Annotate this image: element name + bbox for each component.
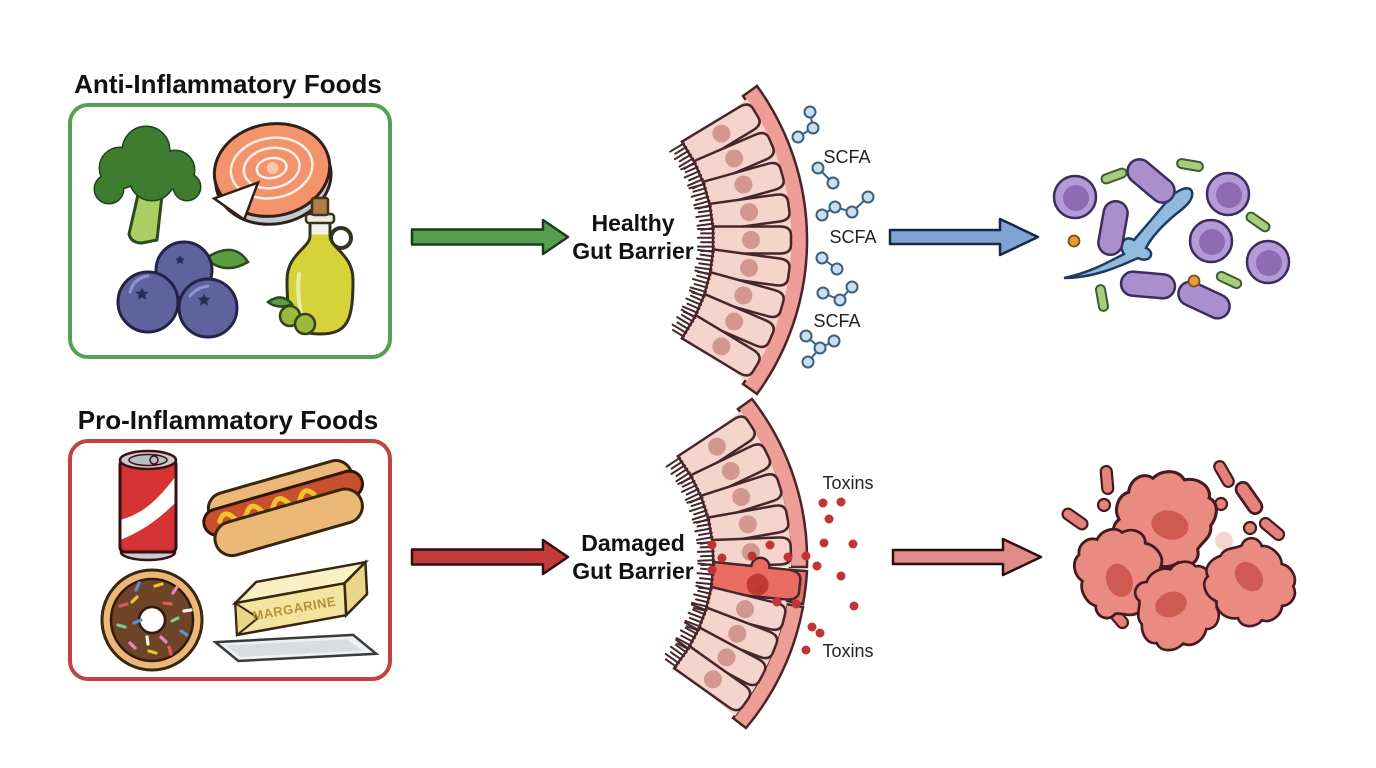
hot-dog-icon (202, 459, 365, 558)
healthy-immune-cells-and-microbes (1052, 153, 1291, 324)
scfa-label-2: SCFA (829, 227, 876, 247)
donut-icon (100, 568, 204, 672)
green-arrow (410, 218, 570, 256)
inflamed-cells (1059, 458, 1310, 661)
anti-inflammatory-title: Anti-Inflammatory Foods (74, 69, 382, 99)
blueberries-icon (116, 240, 250, 339)
blue-arrow (888, 217, 1040, 257)
damaged-barrier-label-line2: Gut Barrier (572, 558, 693, 584)
damaged-gut-barrier-illustration (660, 397, 809, 730)
salmon-steak-icon (211, 122, 333, 226)
margarine-icon: MARGARINE (212, 559, 380, 663)
scfa-label-3: SCFA (813, 311, 860, 331)
toxins-label-2: Toxins (822, 641, 873, 661)
soda-can-icon (118, 449, 178, 562)
broccoli-icon (93, 125, 202, 245)
toxins-label-1: Toxins (822, 473, 873, 493)
scfa-molecules (791, 105, 875, 369)
healthy-barrier-label-line1: Healthy (591, 210, 674, 236)
toxin-dots (707, 497, 859, 655)
damaged-barrier-label-line1: Damaged (581, 530, 685, 556)
scfa-label-1: SCFA (823, 147, 870, 167)
healthy-gut-barrier-illustration (667, 84, 809, 396)
pro-inflammatory-title: Pro-Inflammatory Foods (78, 405, 378, 435)
olive-oil-bottle-icon (265, 196, 355, 336)
pink-arrow (891, 537, 1043, 577)
healthy-barrier-label-line2: Gut Barrier (572, 238, 693, 264)
red-arrow (410, 538, 570, 576)
